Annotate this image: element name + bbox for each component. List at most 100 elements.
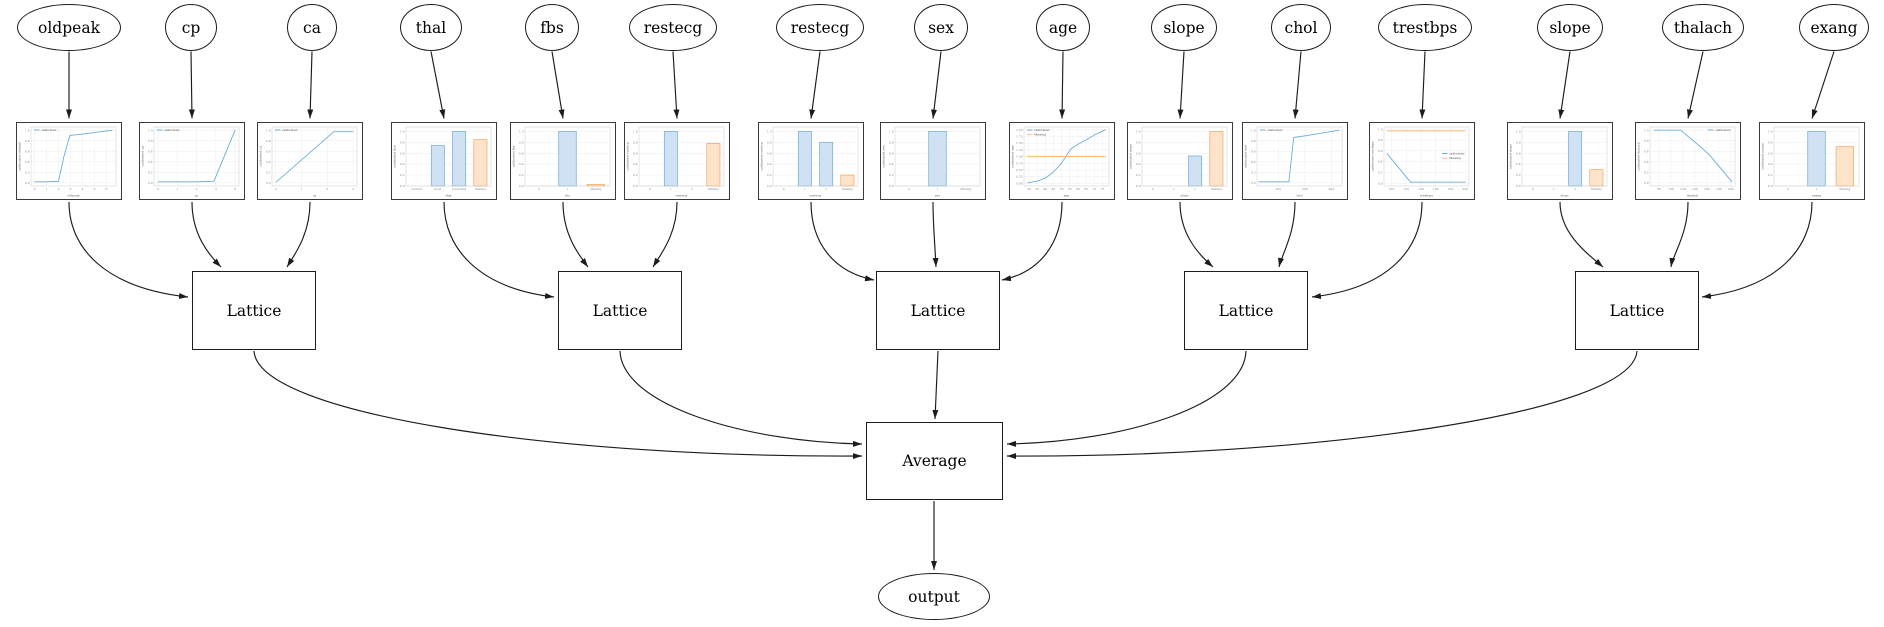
svg-text:cp: cp [195,193,199,197]
edge-calibrator-0-to-lattice [68,201,189,300]
edge-calibrator-3-to-lattice [443,201,555,299]
svg-text:65: 65 [1084,187,1088,191]
svg-text:calibrated chol: calibrated chol [1243,145,1247,168]
svg-text:0.8: 0.8 [633,140,638,144]
svg-text:0.0: 0.0 [1251,181,1256,185]
svg-text:2: 2 [691,187,693,191]
svg-text:trestbps: trestbps [1420,193,1433,197]
svg-text:calibrated: calibrated [1715,128,1731,132]
svg-text:slope: slope [1180,193,1188,197]
lattice-label: Lattice [1218,301,1274,320]
svg-text:Missing: Missing [960,187,971,191]
svg-text:1: 1 [567,187,569,191]
feature-node-age-8: age [1036,4,1090,51]
svg-text:0.2: 0.2 [1251,170,1256,174]
svg-text:calibrated restecg: calibrated restecg [625,142,629,171]
feature-node-sex-7: sex [914,4,968,51]
svg-text:200: 200 [1728,187,1734,191]
feature-label: cp [181,18,201,37]
svg-text:thalach: thalach [1687,193,1699,197]
svg-text:0.4: 0.4 [1644,160,1649,164]
svg-text:0.4: 0.4 [400,162,405,166]
svg-text:0.25: 0.25 [1016,175,1023,179]
feature-node-trestbps-11: trestbps [1378,4,1472,51]
svg-text:1.0: 1.0 [1644,128,1649,132]
feature-label: thal [415,18,447,37]
svg-text:0.4: 0.4 [1251,160,1256,164]
feature-label: trestbps [1392,18,1458,37]
svg-text:0.8: 0.8 [1516,140,1521,144]
svg-text:calibrated slope: calibrated slope [1128,144,1132,169]
svg-text:1.00: 1.00 [1016,155,1023,159]
svg-text:calibrated cp: calibrated cp [140,146,144,167]
svg-text:0.0: 0.0 [266,181,271,185]
edge-feature-5-to-calibrator [672,51,680,119]
svg-text:2: 2 [1574,187,1576,191]
feature-node-restecg-5: restecg [629,4,717,51]
svg-text:0.6: 0.6 [25,149,30,153]
svg-text:0.4: 0.4 [148,160,153,164]
svg-text:age: age [1064,193,1070,197]
svg-text:0: 0 [275,187,277,191]
svg-text:1.0: 1.0 [266,128,271,132]
svg-text:0: 0 [34,187,36,191]
svg-text:2: 2 [58,187,60,191]
svg-text:0.8: 0.8 [400,140,405,144]
svg-text:0.6: 0.6 [767,151,772,155]
svg-text:120: 120 [1403,187,1409,191]
svg-text:0.0: 0.0 [1644,181,1649,185]
svg-text:Missing: Missing [1839,187,1850,191]
svg-text:calibrated: calibrated [1267,128,1283,132]
svg-text:0.2: 0.2 [148,170,153,174]
feature-label: age [1048,18,1078,37]
svg-text:ca: ca [313,193,317,197]
svg-text:oldpeak: oldpeak [67,193,79,197]
svg-text:0.2: 0.2 [400,173,405,177]
svg-text:0.0: 0.0 [25,181,30,185]
lattice-label: Lattice [592,301,648,320]
svg-text:0.2: 0.2 [633,173,638,177]
feature-label: slope [1549,18,1591,37]
svg-text:Missing: Missing [590,187,601,191]
svg-text:Missing: Missing [842,187,853,191]
svg-text:2: 2 [1194,187,1196,191]
svg-text:Missing: Missing [1034,133,1046,137]
svg-text:calibrated ca: calibrated ca [258,146,262,167]
svg-text:100: 100 [1389,187,1395,191]
svg-text:0.8: 0.8 [1136,140,1141,144]
svg-text:160: 160 [1704,187,1710,191]
feature-label: sex [928,18,954,37]
svg-text:0.8: 0.8 [1251,139,1256,143]
svg-text:0.2: 0.2 [1644,170,1649,174]
svg-text:160: 160 [1433,187,1439,191]
svg-text:0.6: 0.6 [266,149,271,153]
feature-label: chol [1284,18,1318,37]
svg-text:1: 1 [670,187,672,191]
svg-text:0.6: 0.6 [1644,149,1649,153]
svg-text:0.0: 0.0 [519,184,524,188]
lattice-node-0: Lattice [192,271,316,350]
svg-text:5: 5 [93,187,95,191]
svg-text:6: 6 [105,187,107,191]
svg-text:180: 180 [1716,187,1722,191]
svg-text:1.0: 1.0 [25,128,30,132]
svg-text:200: 200 [1275,187,1281,191]
svg-text:Missing: Missing [475,187,486,191]
svg-text:0.0: 0.0 [148,181,153,185]
edge-feature-4-to-calibrator [551,51,565,119]
svg-text:0: 0 [1532,187,1534,191]
lattice-node-2: Lattice [876,271,1000,350]
svg-text:1: 1 [301,187,303,191]
